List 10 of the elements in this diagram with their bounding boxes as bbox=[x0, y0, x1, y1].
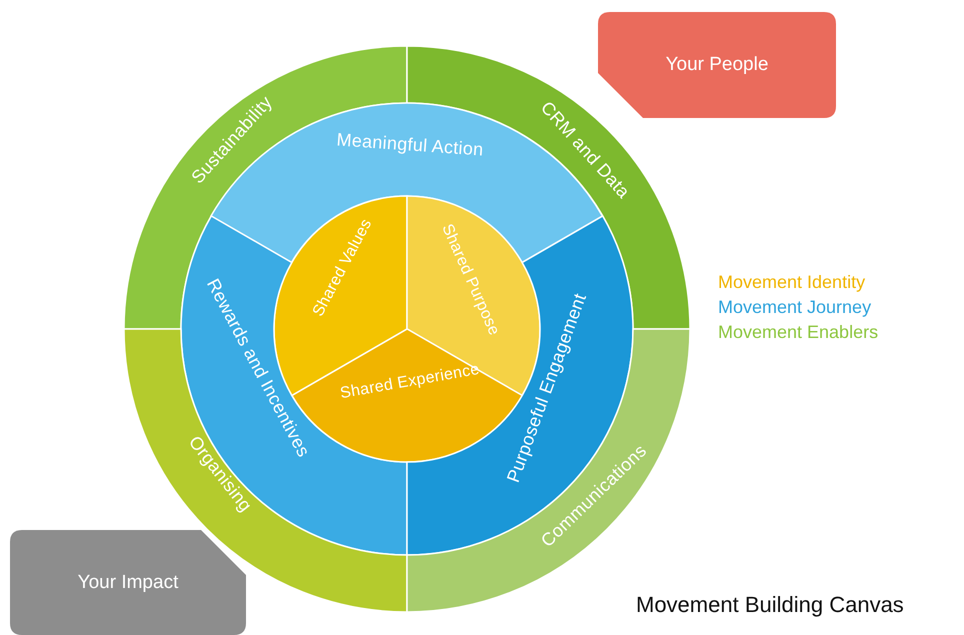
callout-box bbox=[598, 12, 836, 118]
callout-label: Your Impact bbox=[76, 572, 180, 594]
legend-entry: Movement Identity bbox=[718, 272, 866, 293]
segment-label: Meaningful Action bbox=[336, 129, 484, 161]
legend-entry: Movement Journey bbox=[718, 297, 872, 318]
callout-label: Your People bbox=[664, 54, 770, 76]
callout-box bbox=[10, 530, 246, 635]
caption: Movement Building Canvas bbox=[636, 592, 904, 618]
segment-label: Shared Experience bbox=[338, 360, 482, 404]
legend-entry: Movement Enablers bbox=[718, 322, 878, 343]
